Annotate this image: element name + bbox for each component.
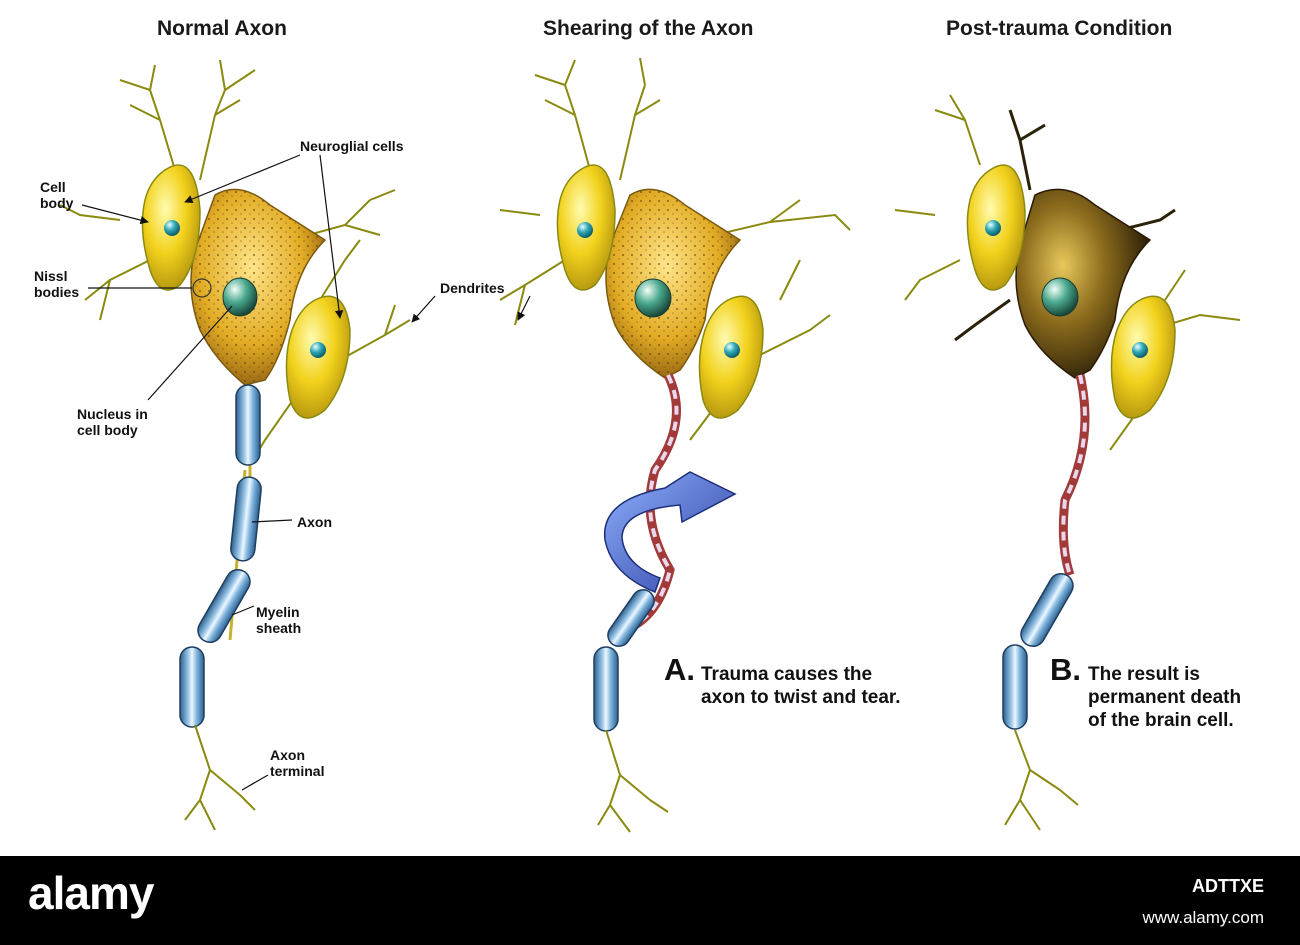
caption-b-line3: of the brain cell. [1088, 710, 1234, 731]
dead-neuron [894, 94, 1241, 831]
axon-terminal-post [1004, 729, 1079, 831]
label-myelin-line2: sheath [256, 620, 302, 636]
image-id: ADTTXE [1192, 876, 1264, 896]
alamy-logo: alamy [28, 867, 154, 919]
label-nucleus-line2: cell body [77, 422, 138, 438]
label-nissl-line2: bodies [34, 284, 80, 300]
dead-dendrites [954, 109, 1176, 342]
caption-b-letter: B. [1050, 652, 1081, 687]
dendrites-post [894, 94, 1241, 451]
panel-title-normal: Normal Axon [157, 17, 287, 40]
twisted-axon [632, 373, 681, 629]
site-url: www.alamy.com [1142, 908, 1264, 927]
label-neuroglial-cells: Neuroglial cells [300, 138, 404, 154]
label-terminal-line1: Axon [270, 747, 305, 763]
label-myelin-line1: Myelin [256, 604, 300, 620]
label-nucleus-line1: Nucleus in [77, 406, 148, 422]
caption-b-text: The result is permanent death of the bra… [1088, 663, 1241, 732]
label-nucleus: Nucleus in cell body [77, 406, 148, 438]
panel-title-shearing: Shearing of the Axon [543, 17, 754, 40]
myelin-segment-3 [197, 569, 251, 643]
myelin-segment-post-2 [1002, 644, 1028, 730]
shearing-neuron [499, 57, 851, 833]
caption-a-letter: A. [664, 652, 695, 687]
caption-b-line1: The result is [1088, 664, 1200, 685]
label-axon-terminal: Axon terminal [270, 747, 324, 779]
axon-terminal-branches [184, 724, 256, 831]
myelin-segment-2 [230, 476, 262, 562]
myelin-segment-1 [235, 384, 261, 466]
normal-leader-lines [81, 154, 436, 791]
panel-title-post-trauma: Post-trauma Condition [946, 17, 1173, 40]
caption-a-line1: Trauma causes the [701, 664, 873, 685]
label-cell-body: Cell body [40, 179, 73, 211]
label-nissl-bodies: Nissl bodies [34, 268, 79, 300]
caption-b-line2: permanent death [1088, 687, 1242, 708]
label-terminal-line2: terminal [270, 763, 325, 779]
myelin-segment-post-1 [1020, 573, 1074, 647]
caption-a-text: Trauma causes the axon to twist and tear… [701, 663, 901, 709]
twist-arrow-icon [603, 471, 737, 593]
label-cell-body-line1: Cell [40, 179, 66, 195]
myelin-segment-shear-2 [593, 646, 619, 732]
illustration-artwork [59, 57, 1241, 833]
caption-a-line2: axon to twist and tear. [701, 687, 901, 708]
pyramidal-cell-dead [1015, 188, 1152, 379]
twisted-axon-post [1058, 373, 1090, 577]
label-nissl-line1: Nissl [34, 268, 68, 284]
myelin-segment-4 [179, 646, 205, 728]
label-myelin-sheath: Myelin sheath [256, 604, 301, 636]
nissl-bodies-circle [192, 278, 212, 298]
watermark-footer: alamy ADTTXE www.alamy.com [0, 856, 1300, 945]
dendrites-left [59, 59, 411, 466]
label-axon: Axon [297, 514, 332, 530]
label-cell-body-line2: body [40, 195, 74, 211]
normal-neuron [59, 59, 436, 831]
axon-terminal-shearing [597, 729, 669, 833]
myelin-segment-shear-1 [607, 589, 655, 647]
label-dendrites: Dendrites [440, 280, 505, 296]
